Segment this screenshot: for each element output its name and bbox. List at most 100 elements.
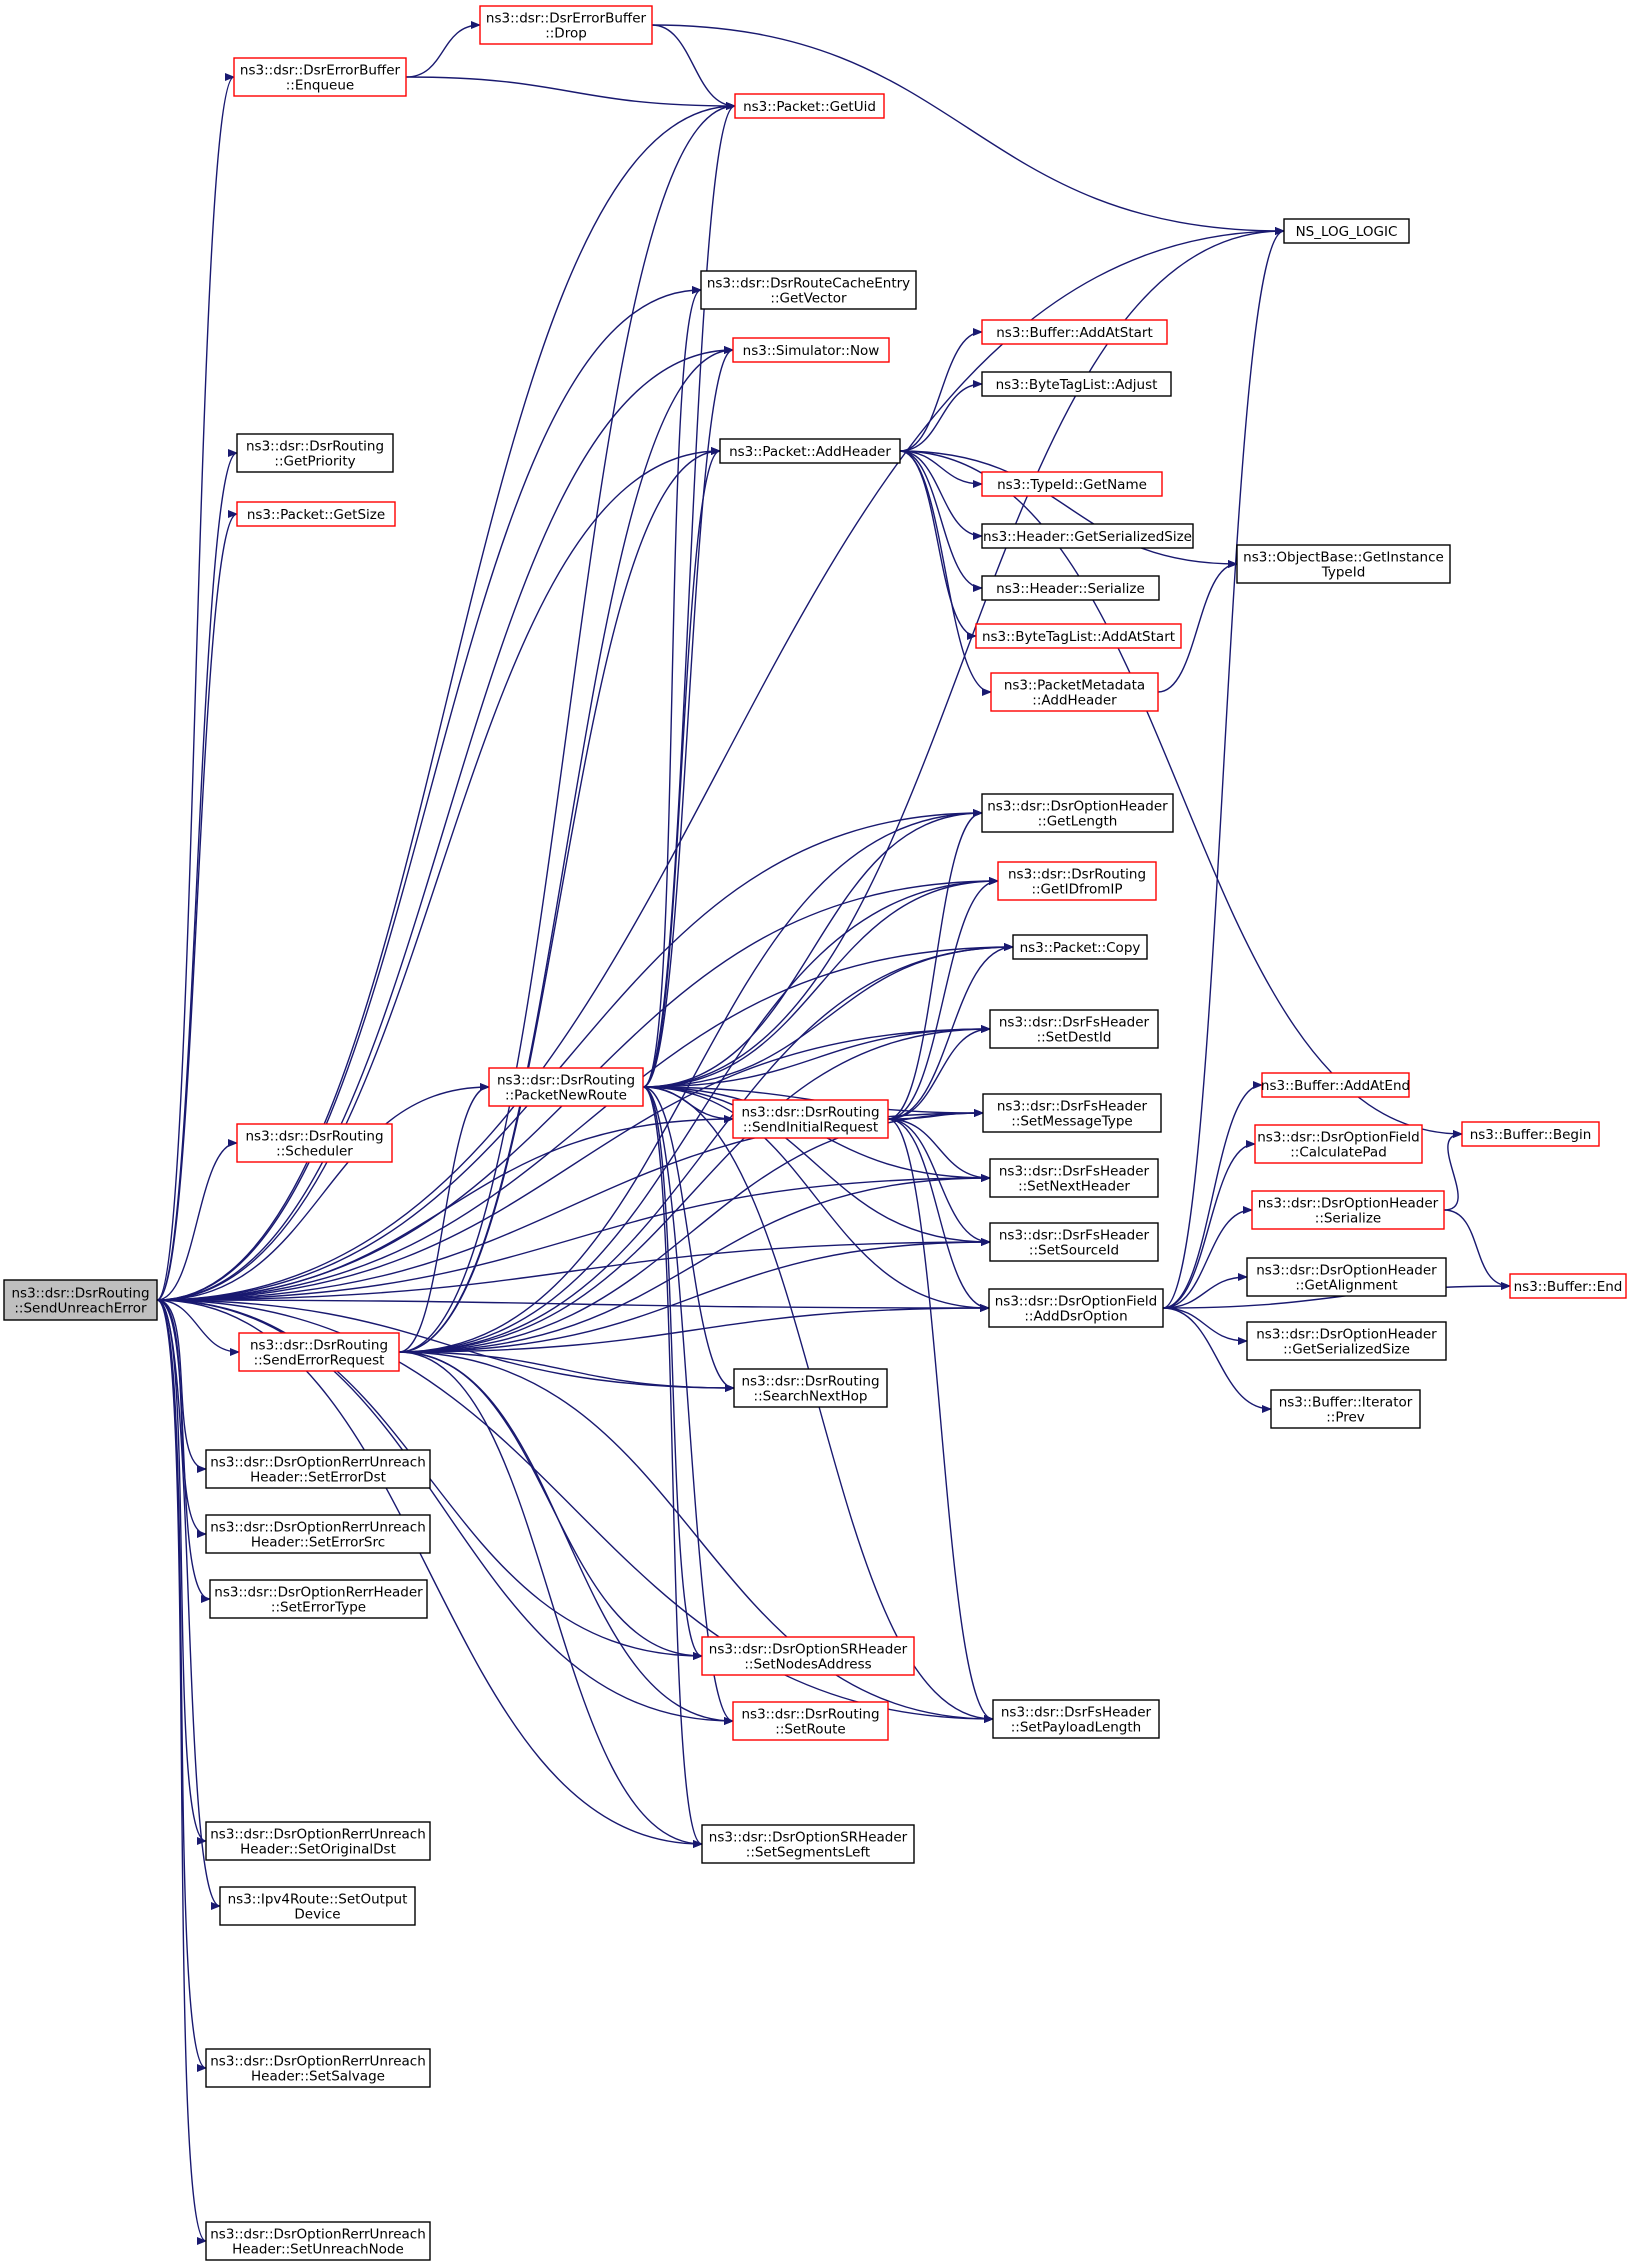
node-searchnexthop[interactable]: ns3::dsr::DsrRouting::SearchNextHop bbox=[733, 1368, 888, 1408]
node-addheader[interactable]: ns3::Packet::AddHeader bbox=[719, 438, 901, 464]
node-senderrorrequest[interactable]: ns3::dsr::DsrRouting::SendErrorRequest bbox=[238, 1332, 400, 1372]
node-hserialize[interactable]: ns3::Header::Serialize bbox=[981, 575, 1160, 601]
edge-root-to-addheader bbox=[156, 447, 721, 1301]
node-label: ns3::dsr::DsrRouteCacheEntry bbox=[707, 276, 910, 292]
node-seterrordst[interactable]: ns3::dsr::DsrOptionRerrUnreachHeader::Se… bbox=[205, 1449, 431, 1489]
node-getserializedsize[interactable]: ns3::Header::GetSerializedSize bbox=[981, 523, 1194, 549]
node-bufend[interactable]: ns3::Buffer::End bbox=[1509, 1273, 1627, 1299]
node-box bbox=[1246, 1321, 1447, 1361]
node-ohgetserializedsize[interactable]: ns3::dsr::DsrOptionHeader::GetSerialized… bbox=[1246, 1321, 1447, 1361]
node-setnodesaddress[interactable]: ns3::dsr::DsrOptionSRHeader::SetNodesAdd… bbox=[701, 1636, 915, 1676]
node-addatstart[interactable]: ns3::Buffer::AddAtStart bbox=[981, 319, 1168, 345]
node-setroute[interactable]: ns3::dsr::DsrRouting::SetRoute bbox=[732, 1701, 889, 1741]
node-packetnewroute[interactable]: ns3::dsr::DsrRouting::PacketNewRoute bbox=[488, 1067, 644, 1107]
edge-adddsroption-to-ohgetserializedsize bbox=[1162, 1307, 1248, 1345]
node-box bbox=[479, 5, 653, 45]
node-label: ns3::dsr::DsrOptionHeader bbox=[1256, 1263, 1437, 1279]
edge-packetnewroute-to-setroute bbox=[642, 1086, 734, 1725]
edge-addheader-to-getinstancetypeid bbox=[899, 450, 1238, 568]
node-box bbox=[732, 1099, 889, 1139]
node-box bbox=[701, 1824, 915, 1864]
edge-root-to-setnextheader bbox=[156, 1174, 991, 1301]
node-getalignment[interactable]: ns3::dsr::DsrOptionHeader::GetAlignment bbox=[1246, 1257, 1447, 1297]
node-label: ::SetRoute bbox=[775, 1722, 845, 1738]
node-seterrorsrc[interactable]: ns3::dsr::DsrOptionRerrUnreachHeader::Se… bbox=[205, 1514, 431, 1554]
node-box bbox=[236, 1123, 393, 1163]
edge-sendinitialrequest-to-pcopy bbox=[887, 943, 1014, 1120]
edge-senderrorrequest-to-setpayloadlength bbox=[398, 1351, 994, 1723]
edge-packetnewroute-to-getvector bbox=[642, 286, 702, 1088]
node-setsourceid[interactable]: ns3::dsr::DsrFsHeader::SetSourceId bbox=[989, 1222, 1159, 1262]
node-getuid[interactable]: ns3::Packet::GetUid bbox=[734, 93, 885, 119]
node-getvector[interactable]: ns3::dsr::DsrRouteCacheEntry::GetVector bbox=[700, 270, 917, 310]
node-label: ns3::dsr::DsrOptionHeader bbox=[1256, 1327, 1437, 1343]
node-setsegmentsleft[interactable]: ns3::dsr::DsrOptionSRHeader::SetSegments… bbox=[701, 1824, 915, 1864]
node-seterrortype[interactable]: ns3::dsr::DsrOptionRerrHeader::SetErrorT… bbox=[209, 1579, 428, 1619]
node-getname[interactable]: ns3::TypeId::GetName bbox=[981, 471, 1163, 497]
node-simnow[interactable]: ns3::Simulator::Now bbox=[732, 337, 890, 363]
edge-senderrorrequest-to-setnextheader bbox=[398, 1174, 991, 1353]
edge-adddsroption-to-ohserialize bbox=[1162, 1206, 1253, 1309]
node-setpayloadlength[interactable]: ns3::dsr::DsrFsHeader::SetPayloadLength bbox=[992, 1699, 1160, 1739]
node-setdestid[interactable]: ns3::dsr::DsrFsHeader::SetDestId bbox=[989, 1009, 1159, 1049]
node-getlength[interactable]: ns3::dsr::DsrOptionHeader::GetLength bbox=[981, 793, 1174, 833]
node-box bbox=[205, 1514, 431, 1554]
edge-addheader-to-pmaddheader bbox=[899, 450, 992, 696]
node-setunreachnode[interactable]: ns3::dsr::DsrOptionRerrUnreachHeader::Se… bbox=[205, 2221, 431, 2261]
node-box bbox=[236, 501, 396, 527]
node-setoriginaldst[interactable]: ns3::dsr::DsrOptionRerrUnreachHeader::Se… bbox=[205, 1821, 431, 1861]
edge-ohserialize-to-bufend bbox=[1443, 1209, 1511, 1290]
node-label: ns3::Header::Serialize bbox=[996, 581, 1145, 597]
node-bufbegin[interactable]: ns3::Buffer::Begin bbox=[1461, 1121, 1600, 1147]
edge-root-to-packetnewroute bbox=[156, 1083, 490, 1301]
node-ohserialize[interactable]: ns3::dsr::DsrOptionHeader::Serialize bbox=[1251, 1190, 1445, 1230]
node-label: ::CalculatePad bbox=[1290, 1145, 1387, 1161]
node-pmaddheader[interactable]: ns3::PacketMetadata::AddHeader bbox=[990, 672, 1159, 712]
node-root[interactable]: ns3::dsr::DsrRouting::SendUnreachError bbox=[3, 1279, 158, 1321]
edge-root-to-setsalvage bbox=[156, 1299, 207, 2072]
node-scheduler[interactable]: ns3::dsr::DsrRouting::Scheduler bbox=[236, 1123, 393, 1163]
edge-senderrorrequest-to-packetnewroute bbox=[398, 1083, 490, 1353]
node-addatend[interactable]: ns3::Buffer::AddAtEnd bbox=[1261, 1072, 1410, 1098]
node-sendinitialrequest[interactable]: ns3::dsr::DsrRouting::SendInitialRequest bbox=[732, 1099, 889, 1139]
node-getsize[interactable]: ns3::Packet::GetSize bbox=[236, 501, 396, 527]
node-btladdatstart[interactable]: ns3::ByteTagList::AddAtStart bbox=[975, 623, 1182, 649]
edge-root-to-getsize bbox=[156, 510, 238, 1301]
node-setsalvage[interactable]: ns3::dsr::DsrOptionRerrUnreachHeader::Se… bbox=[205, 2048, 431, 2088]
node-enqueue[interactable]: ns3::dsr::DsrErrorBuffer::Enqueue bbox=[233, 57, 407, 97]
node-box bbox=[981, 319, 1168, 345]
node-label: ns3::dsr::DsrRouting bbox=[741, 1707, 879, 1723]
node-iterprev[interactable]: ns3::Buffer::Iterator::Prev bbox=[1270, 1389, 1421, 1429]
node-label: ::Drop bbox=[545, 26, 587, 42]
node-getpriority[interactable]: ns3::dsr::DsrRouting::GetPriority bbox=[236, 433, 394, 473]
node-box bbox=[733, 1368, 888, 1408]
edge-adddsroption-to-bufend bbox=[1162, 1282, 1511, 1309]
node-adddsroption[interactable]: ns3::dsr::DsrOptionField::AddDsrOption bbox=[988, 1288, 1164, 1328]
node-label: ns3::dsr::DsrFsHeader bbox=[997, 1099, 1148, 1115]
edge-addheader-to-addatstart bbox=[899, 328, 983, 452]
node-label: ns3::dsr::DsrFsHeader bbox=[999, 1015, 1150, 1031]
node-drop[interactable]: ns3::dsr::DsrErrorBuffer::Drop bbox=[479, 5, 653, 45]
node-setnextheader[interactable]: ns3::dsr::DsrFsHeader::SetNextHeader bbox=[989, 1158, 1159, 1198]
node-adjust[interactable]: ns3::ByteTagList::Adjust bbox=[981, 371, 1172, 397]
edge-senderrorrequest-to-setsourceid bbox=[398, 1238, 991, 1353]
node-setmessagetype[interactable]: ns3::dsr::DsrFsHeader::SetMessageType bbox=[982, 1093, 1162, 1133]
edge-packetnewroute-to-getidfromip bbox=[642, 877, 999, 1088]
node-box bbox=[988, 1288, 1164, 1328]
node-label: ns3::TypeId::GetName bbox=[997, 477, 1147, 493]
edge-layer bbox=[156, 21, 1511, 2245]
node-box bbox=[989, 1009, 1159, 1049]
node-box bbox=[732, 337, 890, 363]
node-layer: ns3::dsr::DsrRouting::SendUnreachErrorns… bbox=[3, 5, 1627, 2261]
node-getidfromip[interactable]: ns3::dsr::DsrRouting::GetIDfromIP bbox=[997, 861, 1157, 901]
node-calculatepad[interactable]: ns3::dsr::DsrOptionField::CalculatePad bbox=[1254, 1124, 1423, 1164]
node-label: ns3::dsr::DsrOptionField bbox=[995, 1294, 1157, 1310]
node-box bbox=[1270, 1389, 1421, 1429]
node-box bbox=[3, 1279, 158, 1321]
node-label: ::Enqueue bbox=[286, 78, 354, 94]
node-label: ns3::dsr::DsrRouting bbox=[246, 439, 384, 455]
node-pcopy[interactable]: ns3::Packet::Copy bbox=[1012, 934, 1148, 960]
node-nslog[interactable]: NS_LOG_LOGIC bbox=[1283, 218, 1410, 244]
